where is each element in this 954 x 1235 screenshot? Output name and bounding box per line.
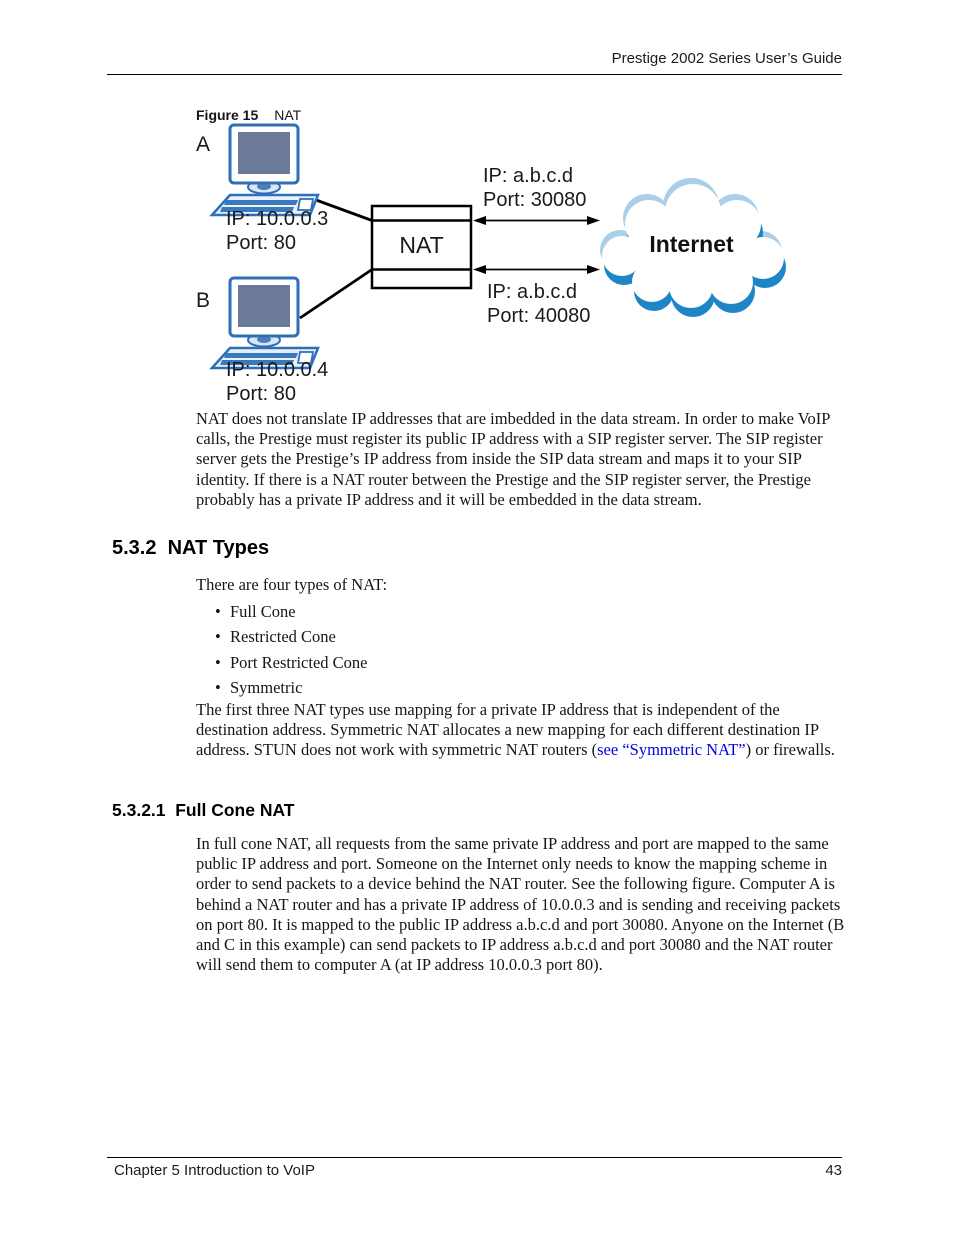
header-rule bbox=[107, 74, 842, 75]
internet-label: Internet bbox=[649, 231, 734, 257]
paragraph-nat-sip: NAT does not translate IP addresses that… bbox=[196, 409, 830, 509]
paragraph-text: The first three NAT types use mapping fo… bbox=[196, 700, 819, 760]
footer-rule bbox=[107, 1157, 842, 1158]
paragraph-nat-mapping: The first three NAT types use mapping fo… bbox=[196, 700, 848, 761]
paragraph-text: ) or firewalls. bbox=[745, 740, 835, 760]
figure-caption: Figure 15 NAT bbox=[196, 107, 301, 123]
nat-diagram-graphics bbox=[209, 123, 786, 370]
nat-types-intro: There are four types of NAT: bbox=[196, 575, 388, 594]
public-mapping-b: IP: a.b.c.d Port: 40080 bbox=[487, 280, 590, 328]
footer-chapter: Chapter 5 Introduction to VoIP bbox=[114, 1162, 315, 1179]
connector-a-to-nat bbox=[315, 198, 373, 222]
nat-box-label: NAT bbox=[399, 232, 444, 258]
computer-a-icon bbox=[209, 123, 320, 217]
computer-a-address: IP: 10.0.0.3 Port: 80 bbox=[226, 207, 328, 255]
computer-a-port: Port: 80 bbox=[226, 232, 297, 254]
computer-b-address: IP: 10.0.0.4 Port: 80 bbox=[226, 358, 328, 406]
arrow-nat-internet-top bbox=[473, 216, 600, 225]
list-item: Symmetric bbox=[215, 675, 367, 701]
label-computer-a: A bbox=[196, 133, 211, 156]
mapping-a-port: Port: 30080 bbox=[483, 189, 587, 211]
computer-b-port: Port: 80 bbox=[226, 383, 297, 405]
figure-title: NAT bbox=[274, 107, 302, 123]
paragraph-full-cone: In full cone NAT, all requests from the … bbox=[196, 834, 845, 975]
figure-number: Figure 15 bbox=[196, 107, 259, 123]
computer-b-icon bbox=[209, 276, 320, 370]
label-computer-b: B bbox=[196, 289, 211, 312]
subsection-heading-full-cone: 5.3.2.1 Full Cone NAT bbox=[112, 800, 295, 820]
arrow-nat-internet-bottom bbox=[473, 265, 600, 274]
computer-a-ip: IP: 10.0.0.3 bbox=[226, 208, 329, 230]
page-number: 43 bbox=[825, 1162, 842, 1179]
nat-types-list: Full Cone Restricted Cone Port Restricte… bbox=[215, 599, 367, 701]
mapping-a-ip: IP: a.b.c.d bbox=[483, 165, 574, 187]
internet-cloud-icon bbox=[600, 178, 786, 317]
list-item: Full Cone bbox=[215, 599, 367, 625]
connector-b-to-nat bbox=[299, 268, 373, 320]
section-heading-nat-types: 5.3.2 NAT Types bbox=[112, 537, 270, 559]
symmetric-nat-link[interactable]: see “Symmetric NAT” bbox=[597, 740, 746, 760]
public-mapping-a: IP: a.b.c.d Port: 30080 bbox=[483, 164, 586, 212]
list-item: Restricted Cone bbox=[215, 624, 367, 650]
running-header: Prestige 2002 Series User’s Guide bbox=[611, 50, 842, 67]
list-item: Port Restricted Cone bbox=[215, 650, 367, 676]
mapping-b-port: Port: 40080 bbox=[487, 305, 591, 327]
computer-b-ip: IP: 10.0.0.4 bbox=[226, 359, 329, 381]
nat-figure: A B IP: 10.0.0.3 Port: 80 IP: 10.0.0.4 P… bbox=[196, 122, 790, 407]
mapping-b-ip: IP: a.b.c.d bbox=[487, 281, 578, 303]
